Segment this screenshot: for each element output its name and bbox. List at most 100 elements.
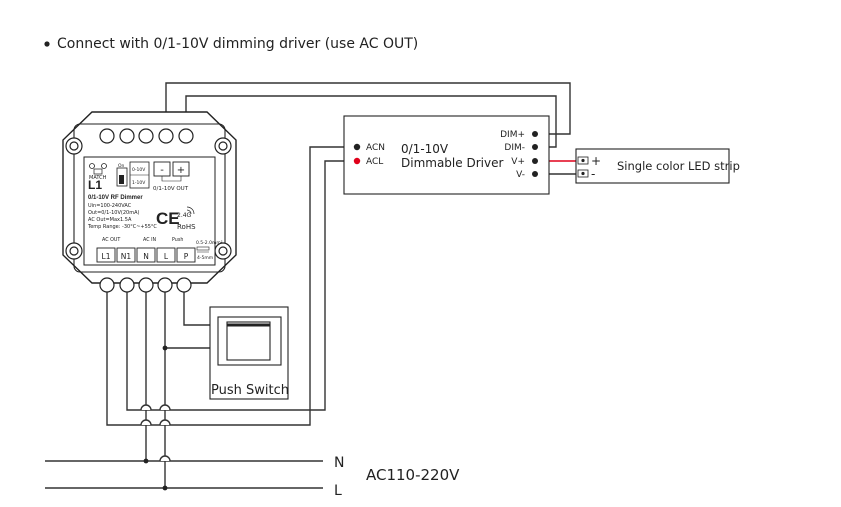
screw-terminal-icon — [158, 128, 174, 144]
screw-terminal-icon — [138, 128, 154, 144]
terminal-label-l1: L1 — [102, 252, 111, 261]
mode-b-label: 1-10V — [132, 180, 146, 186]
strip-plus-pad — [577, 156, 589, 165]
screw-terminal-icon — [138, 277, 154, 293]
screw-terminal-icon — [157, 277, 173, 293]
strip-plus-pad-dot — [581, 158, 585, 163]
match-button-icon — [89, 163, 95, 169]
wire-p-to-switch — [183, 285, 214, 326]
terminal-label-p: P — [184, 252, 189, 261]
dimmer-inner-frame — [73, 123, 226, 273]
driver-acl-label: ACL — [366, 157, 383, 167]
dimmer-module: MATCH On 0-10V 1-10V - + 0/1-10V OUT L1 … — [62, 111, 237, 293]
dim-minus-terminal-dot — [532, 144, 538, 150]
hop — [159, 419, 171, 426]
acn-terminal-dot — [353, 143, 361, 151]
screw-terminal-icon — [176, 277, 192, 293]
mains-n-label: N — [334, 455, 344, 471]
switch-on-label: On — [118, 163, 125, 169]
wire-dim-plus — [165, 82, 571, 135]
led-strip-label: Single color LED strip — [617, 159, 740, 173]
screw-terminal-icon — [119, 277, 135, 293]
terminal-label-n: N — [143, 252, 149, 261]
driver-dim-plus-label: DIM+ — [500, 130, 525, 140]
led-strip: + - Single color LED strip — [575, 148, 740, 184]
driver-box — [343, 115, 550, 195]
mount-hole-icon — [69, 141, 79, 151]
ce-mark: CE — [156, 209, 180, 228]
screw-terminal-icon — [99, 277, 115, 293]
wire-gauge-label: 0.5-2.0mm² — [196, 240, 223, 246]
mount-hole-icon — [218, 246, 228, 256]
screw-terminal-icon — [119, 128, 135, 144]
mode-switch-frame — [116, 167, 128, 187]
match-label: MATCH — [89, 175, 107, 181]
junction-dot — [162, 485, 168, 491]
mains-l-label: L — [334, 483, 342, 499]
terminal-p — [176, 247, 196, 263]
v-plus-terminal-dot — [532, 158, 538, 164]
hop — [159, 404, 171, 411]
driver-v-minus-label: V- — [516, 170, 525, 180]
strip-plus-label: + — [591, 154, 601, 168]
mount-hole-icon — [218, 141, 228, 151]
hop — [140, 404, 152, 411]
spec-uin: Uin=100-240VAC — [88, 203, 132, 209]
driver-v-plus-label: V+ — [511, 157, 525, 167]
terminal-n1 — [116, 247, 136, 263]
wire-n1-to-acl — [126, 160, 357, 411]
wire-crossing-hops — [140, 404, 171, 462]
wire-dim-minus — [185, 95, 557, 148]
mode-switch-knob — [119, 175, 124, 184]
mode-a-label: 0-10V — [132, 167, 146, 173]
match-button-body — [93, 168, 103, 175]
wires — [45, 82, 592, 489]
v-minus-terminal-dot — [532, 171, 538, 177]
led-strip-box — [575, 148, 730, 184]
dimmer-model: L1 — [88, 178, 102, 192]
strip-length-label: 4-5mm — [197, 255, 213, 261]
terminal-label-l: L — [164, 252, 169, 261]
top-terminal-screws — [99, 128, 194, 144]
heading: Connect with 0/1-10V dimming driver (use… — [57, 36, 418, 52]
wire-strip-icon — [196, 246, 210, 251]
push-switch: Push Switch — [209, 306, 289, 400]
wire-l1-to-acn — [106, 146, 357, 426]
screw-terminal-icon — [178, 128, 194, 144]
dim-output-label: 0/1-10V OUT — [153, 186, 189, 192]
push-switch-button — [226, 321, 271, 361]
dim-plus-label: + — [177, 165, 185, 176]
driver-subtitle: Dimmable Driver — [401, 156, 503, 170]
terminal-block — [96, 247, 196, 263]
strip-minus-pad-dot — [581, 171, 585, 176]
hop — [140, 419, 152, 426]
screw-terminal-icon — [99, 128, 115, 144]
match-button-icon — [101, 163, 107, 169]
hop — [159, 455, 171, 462]
spec-out: Out=0/1-10V(20mA) — [88, 210, 139, 216]
push-label: Push — [172, 237, 183, 243]
terminal-l — [156, 247, 176, 263]
wireless-icon — [186, 206, 195, 215]
dim-output-bracket — [161, 176, 182, 182]
rf-frequency: 2.4G — [177, 212, 192, 219]
dimmable-driver: ACN ACL 0/1-10V Dimmable Driver DIM+ DIM… — [343, 115, 550, 195]
dim-plus-terminal-dot — [532, 131, 538, 137]
mains-voltage-label: AC110-220V — [366, 466, 460, 484]
dimmer-name: 0/1-10V RF Dimmer — [88, 195, 143, 201]
acl-terminal-dot — [353, 157, 361, 165]
bottom-terminal-screws — [99, 277, 192, 293]
dim-minus-label: - — [160, 165, 164, 176]
terminal-label-n1: N1 — [121, 252, 132, 261]
spec-temp: Temp Range: -30°C~+55°C — [87, 224, 157, 230]
heading-bullet — [44, 41, 50, 47]
spec-ac-out: AC Out=Max1.5A — [88, 217, 132, 223]
mount-hole-icon — [69, 246, 79, 256]
strip-minus-label: - — [591, 167, 595, 181]
driver-dim-minus-label: DIM- — [504, 143, 525, 153]
junction-dot — [143, 458, 149, 464]
junction-dot — [162, 345, 168, 351]
driver-title: 0/1-10V — [401, 142, 449, 156]
ac-out-label: AC OUT — [102, 237, 120, 243]
